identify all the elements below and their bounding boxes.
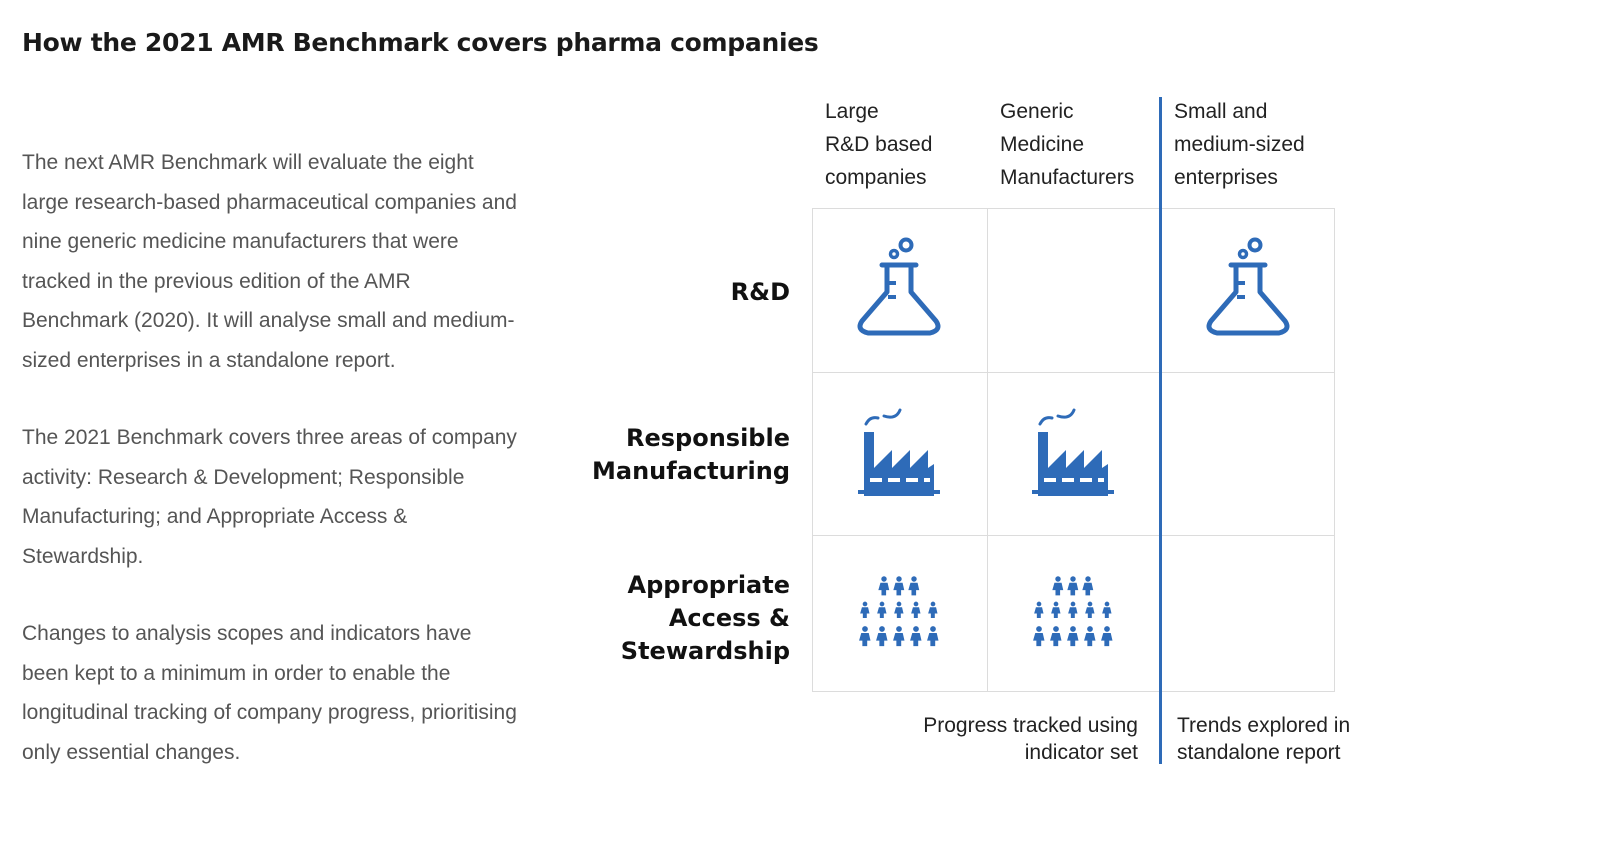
people-icon (854, 569, 944, 663)
coverage-grid (812, 208, 1335, 692)
row-label-line: Access & (668, 604, 790, 632)
areas-paragraph: The 2021 Benchmark covers three areas of… (22, 426, 517, 568)
grid-divider (987, 209, 988, 691)
column-header-line: Generic (1000, 100, 1074, 123)
column-header-line: R&D based (825, 133, 933, 156)
column-header-line: medium-sized (1174, 133, 1305, 156)
column-header-large-rd: Large R&D based companies (825, 95, 985, 194)
column-header-line: enterprises (1174, 166, 1278, 189)
column-header-line: Medicine (1000, 133, 1085, 156)
footnote-line: Trends explored in (1177, 714, 1351, 737)
column-header-line: companies (825, 166, 927, 189)
row-label-manufacturing: Responsible Manufacturing (592, 422, 790, 488)
column-header-line: Small and (1174, 100, 1268, 123)
grid-divider (813, 535, 1334, 536)
column-header-line: Large (825, 100, 879, 123)
flask-icon (854, 235, 944, 349)
factory-icon (854, 404, 944, 508)
column-header-sme: Small and medium-sized enterprises (1174, 95, 1344, 194)
column-header-generic: Generic Medicine Manufacturers (1000, 95, 1170, 194)
flask-icon (1203, 235, 1293, 349)
row-label-access: Appropriate Access & Stewardship (621, 569, 790, 668)
row-label-line: Manufacturing (592, 457, 790, 485)
row-label-line: R&D (730, 278, 790, 306)
grid-divider (813, 372, 1334, 373)
factory-icon (1028, 404, 1118, 508)
row-label-line: Responsible (626, 424, 790, 452)
row-label-line: Appropriate (627, 571, 790, 599)
changes-paragraph: Changes to analysis scopes and indicator… (22, 622, 517, 764)
footnote-standalone-report: Trends explored in standalone report (1177, 712, 1417, 766)
row-label-line: Stewardship (620, 637, 790, 665)
footnote-line: indicator set (1024, 741, 1138, 764)
page-title: How the 2021 AMR Benchmark covers pharma… (22, 28, 819, 57)
people-icon (1028, 569, 1118, 663)
footnote-line: Progress tracked using (923, 714, 1138, 737)
column-header-line: Manufacturers (1000, 166, 1135, 189)
row-label-rd: R&D (731, 276, 790, 309)
intro-paragraph: The next AMR Benchmark will evaluate the… (22, 151, 517, 372)
footnote-line: standalone report (1177, 741, 1341, 764)
footnote-indicator-set: Progress tracked using indicator set (880, 712, 1138, 766)
sme-divider-line (1159, 97, 1162, 764)
